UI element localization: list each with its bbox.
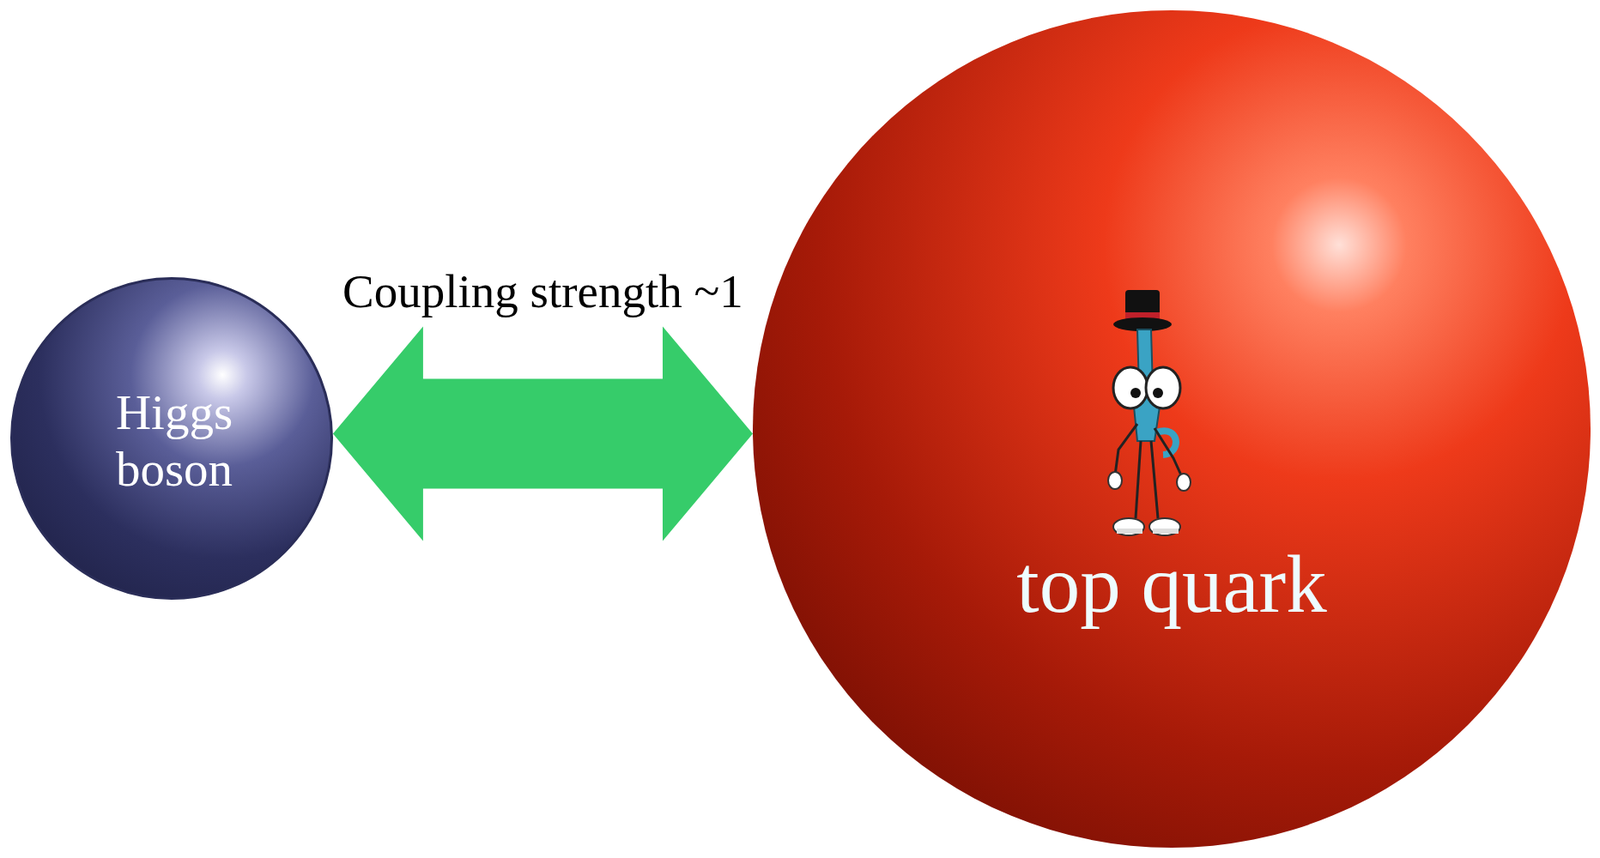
- cartoon-character: [1103, 286, 1207, 553]
- edge-label: Coupling strength ~1: [340, 263, 745, 321]
- higgs-sphere: Higgs boson: [10, 277, 334, 600]
- node-label: Higgs boson: [12, 384, 336, 497]
- node-label: top quark: [752, 538, 1591, 632]
- double-arrow: [333, 327, 753, 542]
- top-quark-sphere: top quark: [752, 10, 1591, 849]
